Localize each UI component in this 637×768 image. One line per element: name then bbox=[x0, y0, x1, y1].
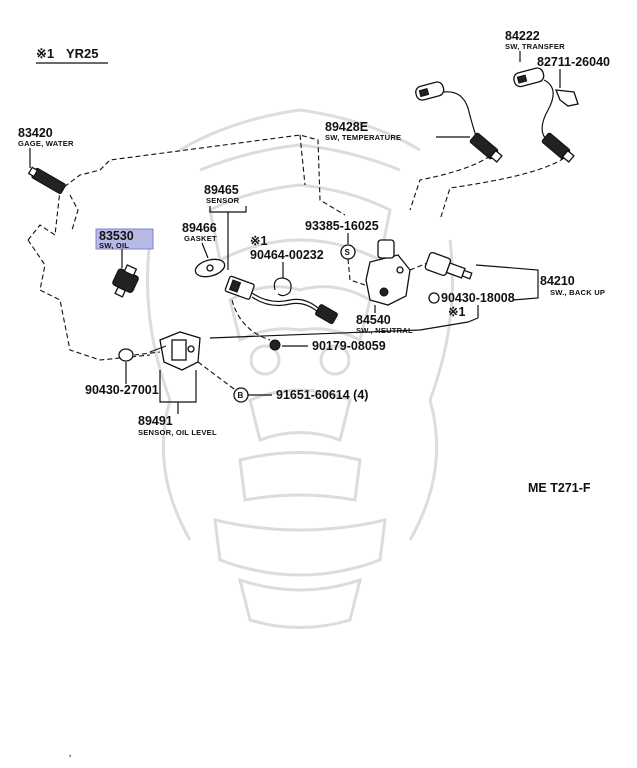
reference-code: ME T271-F bbox=[528, 481, 591, 495]
part-83530-oil-switch: 83530 SW, OIL bbox=[95, 228, 154, 298]
callout-82711-number: 82711-26040 bbox=[537, 55, 610, 69]
engine-outline bbox=[27, 134, 346, 361]
callout-84210-number: 84210 bbox=[540, 274, 575, 288]
mark-s: S bbox=[345, 248, 351, 257]
callout-90430b-number: 90430-18008 bbox=[441, 291, 515, 305]
callout-83530-desc: SW, OIL bbox=[99, 241, 129, 250]
callout-mark1a: ※1 bbox=[250, 234, 267, 248]
callout-89465-number: 89465 bbox=[204, 183, 239, 197]
watermark-logo bbox=[146, 108, 454, 629]
callout-89465-desc: SENSOR bbox=[206, 196, 240, 205]
part-90179-nut: 90179-08059 bbox=[269, 339, 386, 353]
footer-mark: , bbox=[69, 749, 71, 758]
mark-b: B bbox=[238, 391, 244, 400]
callout-84540-desc: SW., NEUTRAL bbox=[356, 326, 413, 335]
callout-83420-number: 83420 bbox=[18, 126, 53, 140]
model-mark: ※1 bbox=[36, 46, 54, 61]
callout-83530-number: 83530 bbox=[99, 229, 134, 243]
part-93385-plug: 93385-16025 S bbox=[305, 219, 379, 286]
callout-84210-desc: SW., BACK UP bbox=[550, 288, 605, 297]
callout-90430a-number: 90430-27001 bbox=[85, 383, 159, 397]
callout-89491-number: 89491 bbox=[138, 414, 173, 428]
callout-mark1b: ※1 bbox=[448, 305, 465, 319]
callout-84222-desc: SW, TRANSFER bbox=[505, 42, 565, 51]
callout-89491-desc: SENSOR, OIL LEVEL bbox=[138, 428, 217, 437]
part-84222-transfer-switch: 84222 SW, TRANSFER 82711-26040 bbox=[439, 29, 610, 221]
part-89491-oil-level-sensor: 90430-27001 89491 SENSOR, OIL LEVEL bbox=[85, 331, 239, 437]
part-84540-neutral-switch: 84540 SW., NEUTRAL bbox=[356, 239, 431, 335]
callout-90464-number: 90464-00232 bbox=[250, 248, 324, 262]
part-83420-water-gage: 83420 GAGE, WATER bbox=[18, 126, 74, 194]
header: ※1 YR25 bbox=[36, 46, 108, 64]
callout-89428-desc: SW, TEMPERATURE bbox=[325, 133, 401, 142]
callout-90179-number: 90179-08059 bbox=[312, 339, 386, 353]
callout-89428-number: 89428E bbox=[325, 120, 368, 134]
callout-89466-desc: GASKET bbox=[184, 234, 217, 243]
part-91651-bolt: B 91651-60614 (4) bbox=[233, 387, 368, 403]
callout-89466-number: 89466 bbox=[182, 221, 217, 235]
part-89465-sensor: 89465 SENSOR 89466 GASKET bbox=[182, 183, 338, 341]
callout-84222-number: 84222 bbox=[505, 29, 540, 43]
callout-83420-desc: GAGE, WATER bbox=[18, 139, 74, 148]
highlight-box bbox=[95, 228, 154, 250]
part-89428e-temp-switch: 89428E SW, TEMPERATURE bbox=[325, 81, 503, 211]
callout-84540-number: 84540 bbox=[356, 313, 391, 327]
model-label: YR25 bbox=[66, 46, 99, 61]
part-90464-clamp: ※1 90464-00232 bbox=[250, 234, 324, 297]
callout-91651-number: 91651-60614 (4) bbox=[276, 388, 368, 402]
part-84210-backup-switch: 84210 SW., BACK UP 90430-18008 ※1 bbox=[209, 251, 605, 339]
callout-93385-number: 93385-16025 bbox=[305, 219, 379, 233]
